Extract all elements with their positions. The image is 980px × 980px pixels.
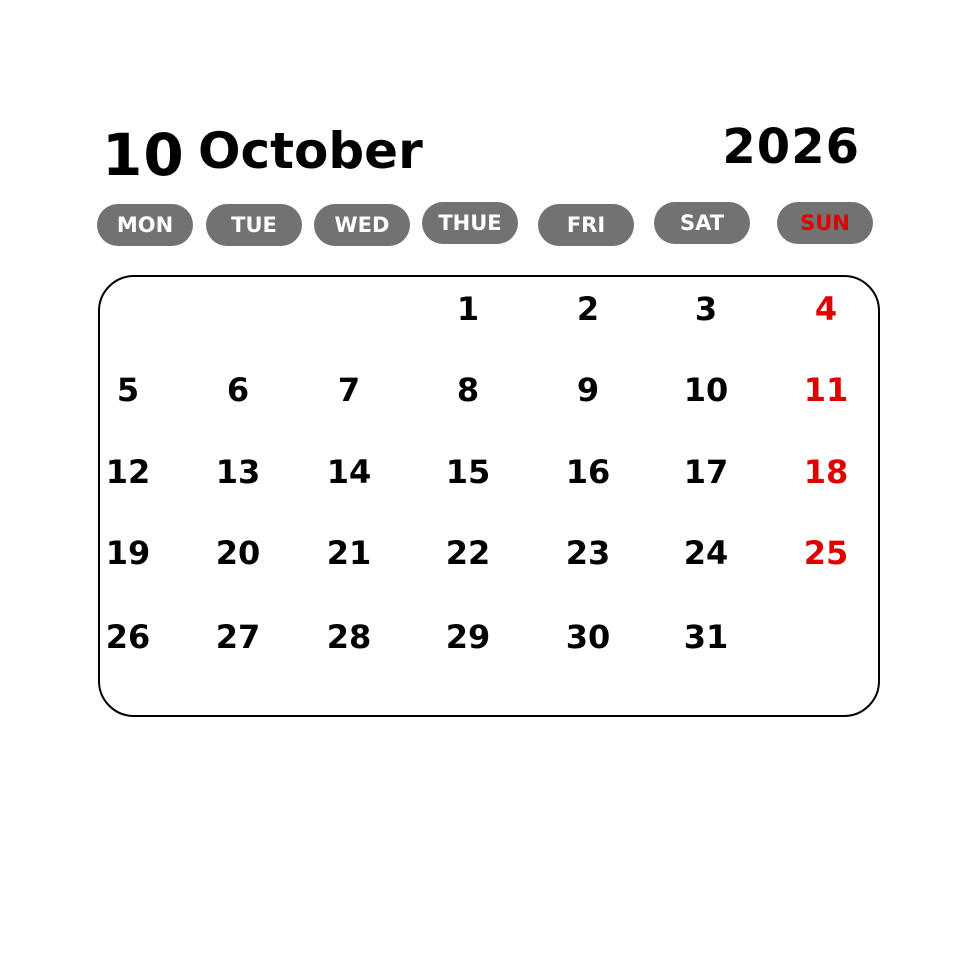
- date-cell: 24: [683, 534, 729, 572]
- date-cell: 6: [226, 371, 250, 409]
- date-cell: 23: [565, 534, 611, 572]
- date-cell: 27: [215, 618, 261, 656]
- date-cell: 3: [694, 290, 718, 328]
- date-cell: 28: [326, 618, 372, 656]
- weekday-label-fri: FRI: [538, 204, 634, 246]
- month-number: 10: [102, 121, 185, 189]
- date-cell: 26: [105, 618, 151, 656]
- date-cell: 21: [326, 534, 372, 572]
- date-cell: 17: [683, 453, 729, 491]
- date-cell: 20: [215, 534, 261, 572]
- month-name: October: [198, 122, 423, 180]
- weekday-label-wed: WED: [314, 204, 410, 246]
- date-cell: 18: [803, 453, 849, 491]
- date-cell: 31: [683, 618, 729, 656]
- date-cell: 5: [116, 371, 140, 409]
- date-cell: 8: [456, 371, 480, 409]
- date-cell: 7: [337, 371, 361, 409]
- calendar-grid-frame: [98, 275, 880, 717]
- weekday-label-mon: MON: [97, 204, 193, 246]
- date-cell: 2: [576, 290, 600, 328]
- date-cell: 16: [565, 453, 611, 491]
- date-cell: 22: [445, 534, 491, 572]
- date-cell: 29: [445, 618, 491, 656]
- date-cell: 1: [456, 290, 480, 328]
- date-cell: 25: [803, 534, 849, 572]
- date-cell: 10: [683, 371, 729, 409]
- weekday-label-thue: THUE: [422, 202, 518, 244]
- weekday-label-sat: SAT: [654, 202, 750, 244]
- date-cell: 30: [565, 618, 611, 656]
- year: 2026: [722, 119, 860, 175]
- date-cell: 14: [326, 453, 372, 491]
- date-cell: 11: [803, 371, 849, 409]
- date-cell: 15: [445, 453, 491, 491]
- date-cell: 19: [105, 534, 151, 572]
- weekday-label-tue: TUE: [206, 204, 302, 246]
- date-cell: 12: [105, 453, 151, 491]
- weekday-label-sun: SUN: [777, 202, 873, 244]
- date-cell: 9: [576, 371, 600, 409]
- date-cell: 13: [215, 453, 261, 491]
- date-cell: 4: [814, 290, 838, 328]
